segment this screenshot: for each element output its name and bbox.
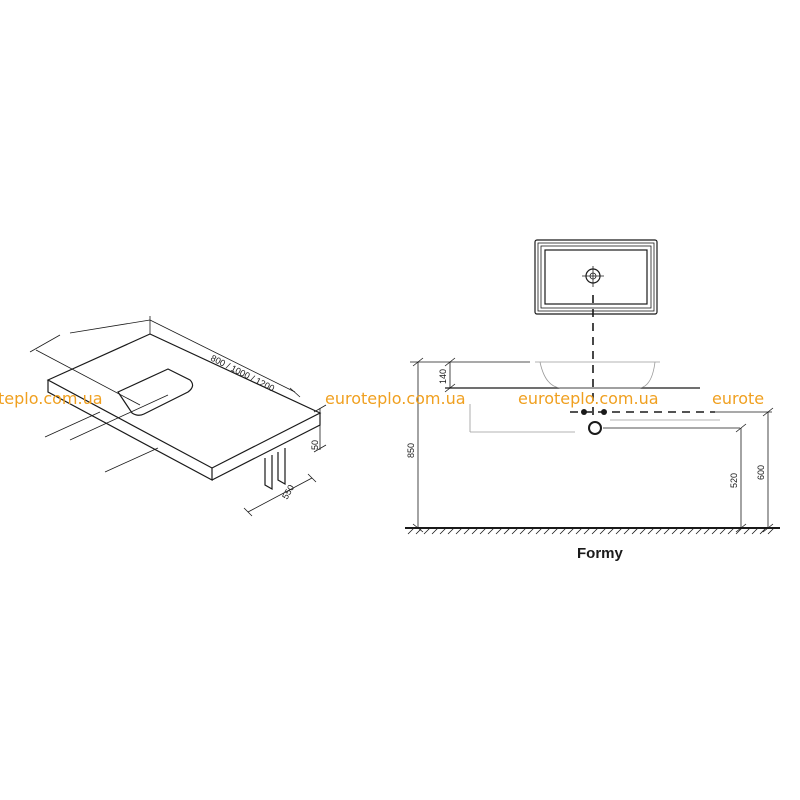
supply-height-label: 600 bbox=[756, 465, 766, 480]
watermark-row: teplo.com.ua euroteplo.com.ua euroteplo.… bbox=[0, 389, 764, 408]
width-dimension-label: 800 / 1000 / 1200 bbox=[209, 353, 276, 394]
hot-supply-point bbox=[601, 409, 607, 415]
watermark-far-right: eurote bbox=[712, 389, 764, 408]
isometric-countertop-view: 800 / 1000 / 1200 50 550 bbox=[29, 316, 327, 517]
depth-dimension-label: 550 bbox=[280, 483, 296, 501]
counter-height-label: 850 bbox=[406, 443, 416, 458]
watermark-left: teplo.com.ua bbox=[0, 389, 103, 408]
drain-outlet bbox=[588, 421, 602, 435]
cold-supply-point bbox=[581, 409, 587, 415]
basin-cutout bbox=[117, 368, 194, 416]
basin-top-view bbox=[534, 239, 658, 315]
thickness-dimension-label: 50 bbox=[310, 440, 320, 450]
watermark-right: euroteplo.com.ua bbox=[518, 389, 659, 408]
basin-height-label: 140 bbox=[438, 369, 448, 384]
side-elevation-view: 850 140 520 600 Formy bbox=[405, 357, 780, 562]
diagram-title: Formy bbox=[577, 545, 624, 562]
watermark-center: euroteplo.com.ua bbox=[325, 389, 466, 408]
drain-height-label: 520 bbox=[729, 473, 739, 488]
